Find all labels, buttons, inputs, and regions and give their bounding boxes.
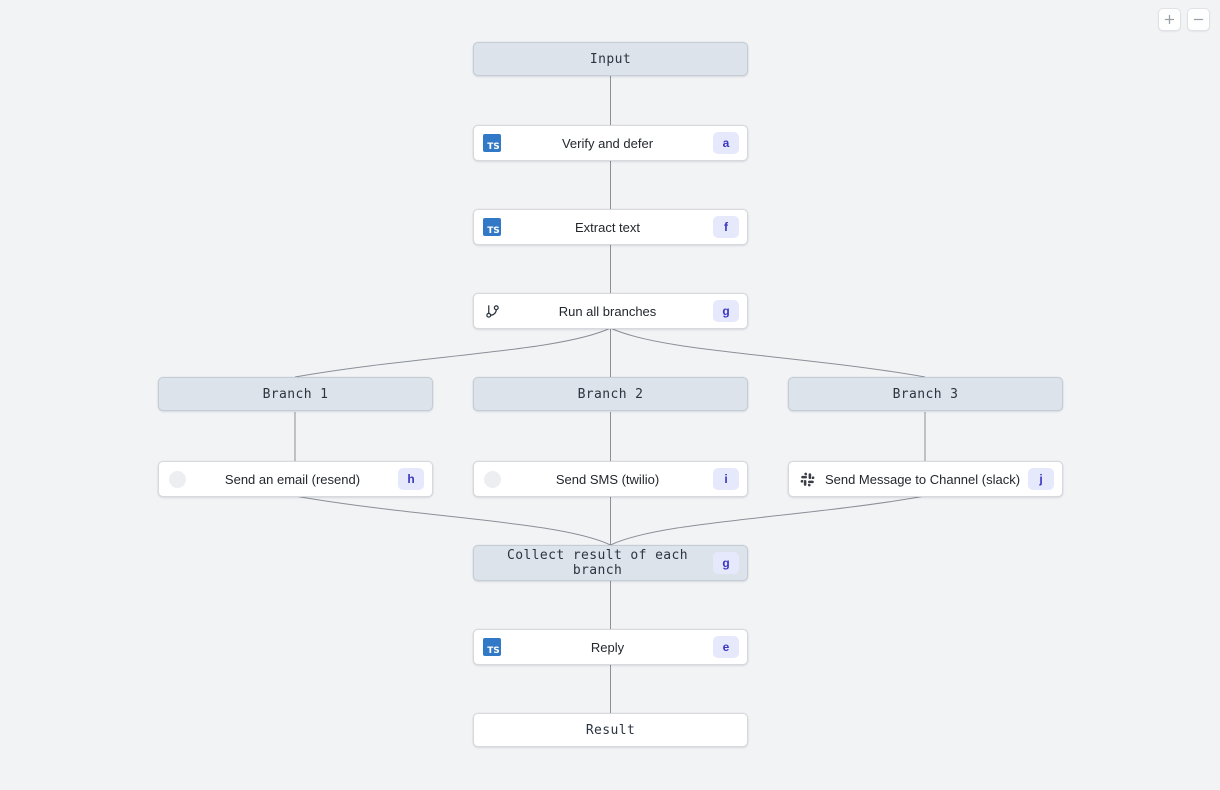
node-verify-and-defer-badge[interactable]: a [713, 132, 739, 154]
node-send-an-email-label: Send an email (resend) [224, 471, 361, 487]
zoom-in-button[interactable] [1158, 8, 1181, 31]
node-send-message-to-channel[interactable]: Send Message to Channel (slack) j [788, 461, 1063, 497]
node-run-all-branches-badge[interactable]: g [713, 300, 739, 322]
node-extract-text[interactable]: TS Extract text f [473, 209, 748, 245]
node-input-label: Input [589, 51, 632, 67]
git-branch-icon [482, 301, 502, 321]
node-send-sms-label: Send SMS (twilio) [555, 471, 660, 487]
edge-slack-collect [610, 495, 926, 546]
node-run-all-branches-label: Run all branches [558, 303, 657, 319]
zoom-controls [1158, 8, 1210, 31]
typescript-icon: TS [482, 133, 502, 153]
node-extract-text-badge[interactable]: f [713, 216, 739, 238]
node-extract-text-label: Extract text [574, 219, 641, 235]
node-branch-2-label: Branch 2 [577, 386, 644, 402]
edge-email-collect [294, 495, 611, 546]
node-reply-label: Reply [590, 639, 625, 655]
node-run-all-branches[interactable]: Run all branches g [473, 293, 748, 329]
slack-icon [797, 469, 817, 489]
typescript-icon: TS [482, 637, 502, 657]
node-collect-result[interactable]: Collect result of each branch g [473, 545, 748, 581]
node-result-label: Result [585, 722, 636, 738]
edge-runall-branch1 [294, 327, 611, 378]
node-branch-3-label: Branch 3 [892, 386, 959, 402]
node-branch-3[interactable]: Branch 3 [788, 377, 1063, 411]
typescript-icon: TS [482, 217, 502, 237]
minus-icon [1193, 14, 1204, 25]
node-verify-and-defer[interactable]: TS Verify and defer a [473, 125, 748, 161]
plus-icon [1164, 14, 1175, 25]
node-branch-1[interactable]: Branch 1 [158, 377, 433, 411]
node-branch-2[interactable]: Branch 2 [473, 377, 748, 411]
node-branch-1-label: Branch 1 [262, 386, 329, 402]
node-send-an-email-badge[interactable]: h [398, 468, 424, 490]
node-collect-result-label: Collect result of each branch [507, 548, 688, 578]
node-send-message-to-channel-badge[interactable]: j [1028, 468, 1054, 490]
node-send-sms-badge[interactable]: i [713, 468, 739, 490]
edge-runall-branch3 [610, 327, 926, 378]
node-reply-badge[interactable]: e [713, 636, 739, 658]
zoom-out-button[interactable] [1187, 8, 1210, 31]
node-send-message-to-channel-label: Send Message to Channel (slack) [824, 471, 1021, 487]
resend-icon [167, 469, 187, 489]
node-input[interactable]: Input [473, 42, 748, 76]
node-reply[interactable]: TS Reply e [473, 629, 748, 665]
node-collect-result-badge[interactable]: g [713, 552, 739, 574]
node-verify-and-defer-label: Verify and defer [561, 135, 654, 151]
node-send-sms[interactable]: Send SMS (twilio) i [473, 461, 748, 497]
twilio-icon [482, 469, 502, 489]
node-send-an-email[interactable]: Send an email (resend) h [158, 461, 433, 497]
node-result[interactable]: Result [473, 713, 748, 747]
